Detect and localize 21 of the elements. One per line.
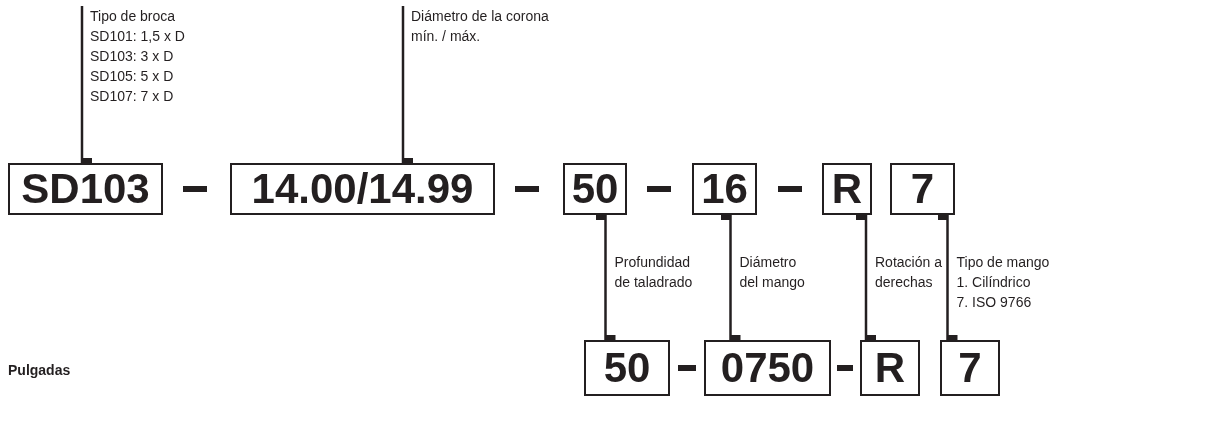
code-box: 7 (940, 340, 1000, 396)
edge-label: Profundidad de taladrado (614, 253, 694, 292)
annotation-text: SD101: 1,5 x D (90, 27, 185, 46)
annotation-text: Diámetro de la corona mín. / máx. (411, 7, 550, 46)
code-box: R (860, 340, 920, 396)
code-box: 14.00/14.99 (230, 163, 495, 215)
edge-label: Rotación a derechas (875, 253, 943, 292)
section-label: Pulgadas (8, 362, 71, 378)
code-box: R (822, 163, 872, 215)
code-box: 0750 (704, 340, 831, 396)
code-box: 16 (692, 163, 757, 215)
code-box: 7 (890, 163, 955, 215)
annotation-text: SD103: 3 x D (90, 47, 175, 66)
edge-label: Diámetro del mango (739, 253, 806, 292)
annotation-text: SD105: 5 x D (90, 67, 175, 86)
code-box: SD103 (8, 163, 163, 215)
annotation-text: SD107: 7 x D (90, 87, 175, 106)
annotation-text: Tipo de broca (90, 7, 177, 26)
code-box: 50 (584, 340, 670, 396)
edge-label: Tipo de mango 1. Cilíndrico 7. ISO 9766 (956, 253, 1051, 312)
code-box: 50 (563, 163, 627, 215)
